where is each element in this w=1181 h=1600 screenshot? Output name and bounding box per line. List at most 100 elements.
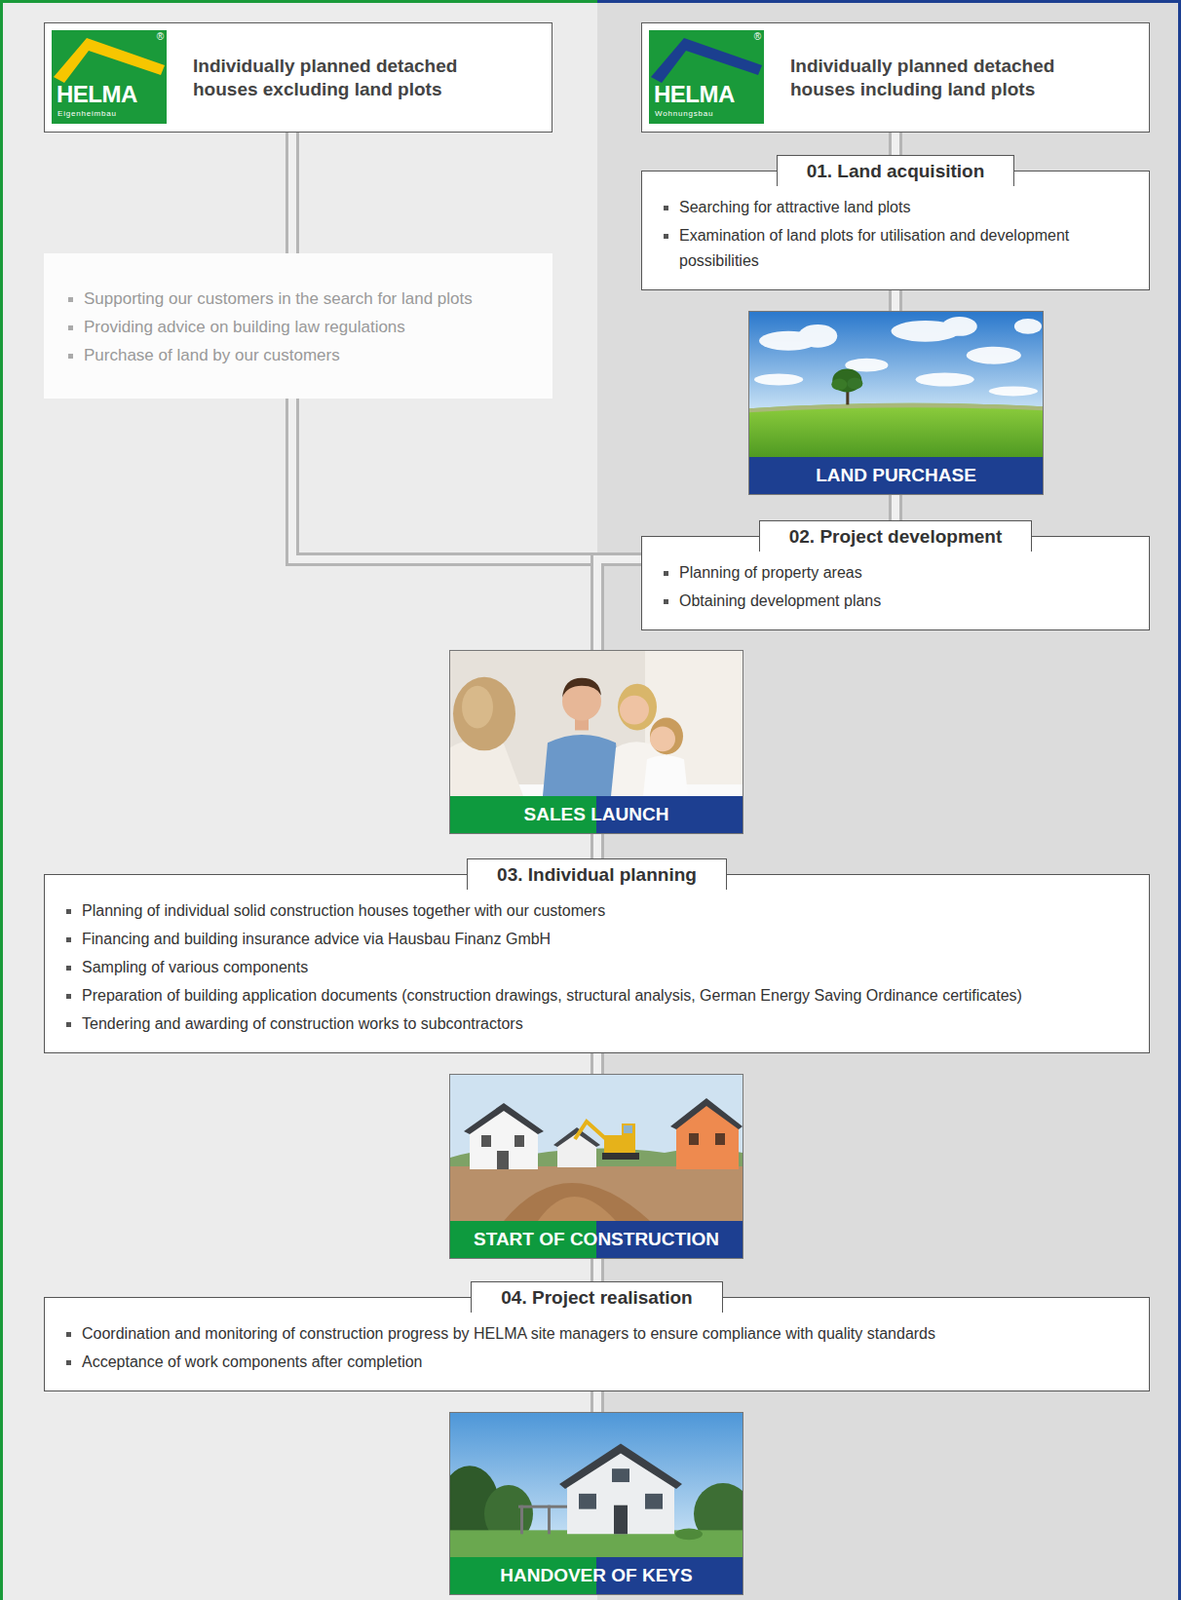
bullet-item: Planning of individual solid constructio…	[66, 898, 1132, 924]
bullet-item: Searching for attractive land plots	[663, 194, 1132, 221]
bullet-item: Supporting our customers in the search f…	[68, 286, 535, 312]
bullet-mark	[66, 993, 72, 999]
bullet-mark	[66, 965, 72, 971]
construction-photo-part	[621, 1123, 636, 1138]
label-band: LAND PURCHASE	[749, 457, 1043, 495]
bullet-text: Preparation of building application docu…	[81, 987, 1023, 1004]
land-photo-part	[749, 311, 1043, 419]
land-photo-part	[754, 316, 1042, 396]
logo-mark: ®	[156, 31, 164, 43]
handover-photo	[450, 1412, 743, 1558]
header-box: Individually planned detached houses exc…	[43, 22, 553, 133]
bullet-item: Financing and building insurance advice …	[66, 926, 1132, 953]
milestone-label: HANDOVER OF KEYS	[499, 1563, 692, 1588]
green-frame	[0, 0, 3, 1600]
bullet-mark	[66, 909, 72, 915]
logo-roof-part	[650, 38, 762, 83]
bullet-mark	[663, 233, 669, 239]
construction-photo-part	[688, 1133, 699, 1145]
pipe-outer	[888, 132, 903, 155]
step-body: Searching for attractive land plotsExami…	[641, 170, 1150, 291]
bullet-mark	[663, 599, 669, 605]
bullet-text: Examination of land plots for utilisatio…	[679, 227, 1069, 269]
land-photo-part	[1014, 318, 1042, 335]
pipe-outer	[590, 1258, 605, 1282]
label-band: HANDOVER OF KEYS	[450, 1557, 743, 1595]
bullet-mark	[66, 1360, 72, 1366]
green-frame	[0, 0, 598, 3]
logo-subtitle: Eigenheimbau	[57, 109, 117, 119]
land-photo-part	[915, 373, 975, 387]
bullet-text: Coordination and monitoring of construct…	[81, 1325, 936, 1342]
construction-photo-part	[574, 1121, 607, 1140]
milestone-label: LAND PURCHASE	[815, 463, 977, 488]
pipe-connector	[597, 1391, 599, 1412]
step-body: Planning of individual solid constructio…	[43, 874, 1150, 1054]
pipe-connector	[895, 290, 897, 311]
label-band: START OF CONSTRUCTION	[450, 1220, 743, 1258]
construction-photo-part	[463, 1103, 544, 1135]
bullet-text: Obtaining development plans	[679, 592, 881, 610]
logo-box: HELMAEigenheimbau ®	[51, 30, 167, 124]
logo-name: HELMA	[56, 81, 138, 108]
land-photo-part	[798, 324, 838, 348]
bullet-mark	[663, 571, 669, 576]
pipe-outer	[285, 132, 300, 254]
construction-photo-part	[514, 1135, 525, 1147]
construction-photo-part	[676, 1104, 739, 1170]
milestone-label: SALES LAUNCH	[524, 802, 670, 827]
bullet-mark	[66, 1332, 72, 1337]
bullet-mark	[68, 297, 74, 303]
pipe-outer	[292, 398, 598, 650]
land-photo-part	[749, 403, 1043, 458]
bullet-item: Acceptance of work components after comp…	[66, 1349, 1132, 1375]
step-box: 03. Individual planningPlanning of indiv…	[43, 858, 1150, 1054]
bullet-mark	[68, 325, 74, 331]
bullet-text: Tendering and awarding of construction w…	[81, 1015, 524, 1032]
handover-photo-part	[567, 1448, 675, 1534]
pipe-inner	[891, 495, 900, 521]
sales-photo-part	[649, 725, 676, 752]
note-text: Purchase of land by our customers	[83, 345, 341, 365]
pipe-inner	[288, 132, 297, 254]
bullet-mark	[66, 1022, 72, 1028]
pipe-inner	[593, 1053, 602, 1074]
bullet-item: Examination of land plots for utilisatio…	[663, 223, 1132, 274]
sales-photo-part	[649, 718, 684, 756]
milestone-image: HANDOVER OF KEYS	[449, 1411, 744, 1596]
milestone-label: START OF CONSTRUCTION	[473, 1227, 720, 1252]
land-photo-part	[831, 379, 847, 391]
sales-photo-part	[453, 677, 516, 751]
pipe-outer	[888, 495, 903, 521]
construction-photo-part	[496, 1150, 509, 1170]
pipe-outer	[590, 1391, 605, 1412]
bullet-mark	[663, 205, 669, 211]
construction-photo-part	[715, 1133, 725, 1145]
step-title: 03. Individual planning	[496, 864, 697, 885]
construction-photo	[450, 1074, 743, 1221]
step-box: 02. Project developmentPlanning of prope…	[641, 520, 1150, 631]
bullet-item: Providing advice on building law regulat…	[68, 314, 535, 341]
handover-photo-part	[518, 1505, 568, 1509]
header-title: Individually planned detached houses inc…	[790, 54, 1112, 102]
land-photo-part	[942, 316, 978, 337]
pipe-connector	[292, 132, 294, 254]
construction-photo-part	[602, 1152, 640, 1160]
pipe-inner	[292, 398, 598, 650]
bullet-item: Planning of property areas	[663, 560, 1132, 586]
logo-roof-part	[53, 38, 165, 83]
land-photo-part	[989, 385, 1038, 396]
label-band: SALES LAUNCH	[450, 796, 743, 834]
pipe-inner	[597, 559, 642, 650]
bullet-text: Searching for attractive land plots	[679, 198, 911, 216]
construction-photo-part	[670, 1098, 743, 1130]
bullet-item: Obtaining development plans	[663, 588, 1132, 614]
bullet-item: Sampling of various components	[66, 954, 1132, 981]
pipe-inner	[891, 132, 900, 155]
header-box: Individually planned detached houses inc…	[641, 22, 1150, 133]
land-photo	[749, 311, 1043, 458]
bullet-text: Financing and building insurance advice …	[81, 930, 551, 948]
handover-photo-part	[559, 1444, 683, 1489]
construction-photo-part	[450, 1166, 743, 1221]
